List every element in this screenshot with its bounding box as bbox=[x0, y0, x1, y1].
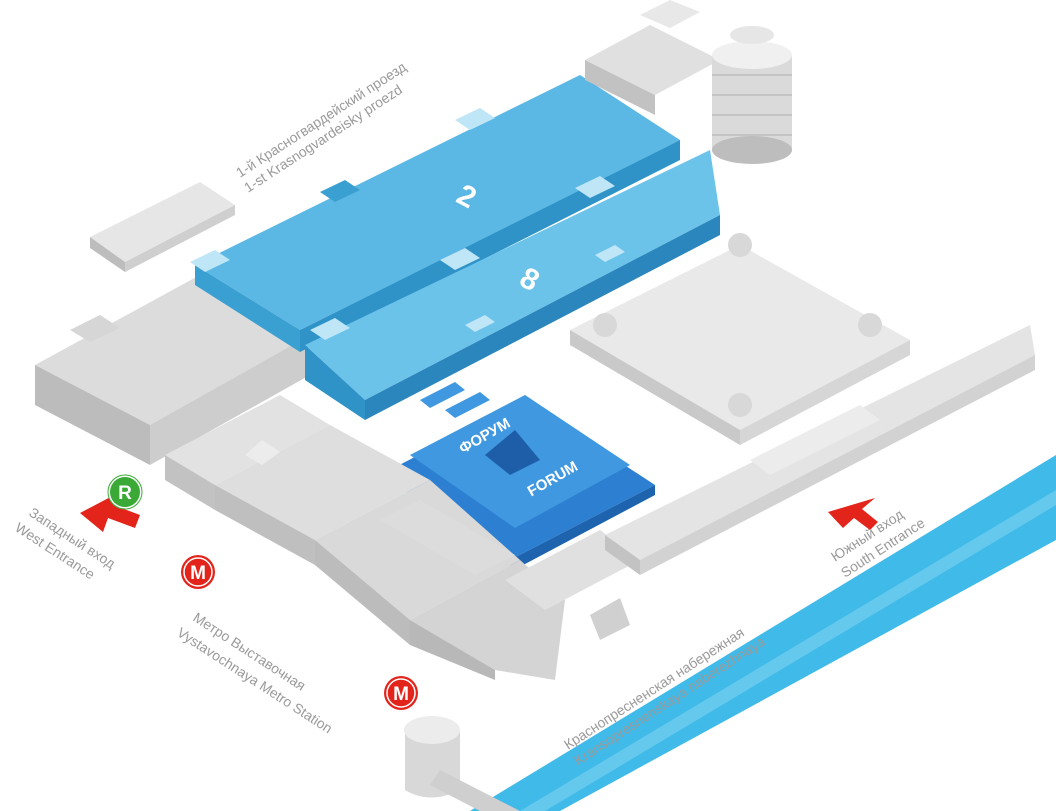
hall-8[interactable] bbox=[305, 150, 720, 420]
metro-icon[interactable]: M bbox=[181, 555, 215, 589]
metro-station-en: Vystavochnaya Metro Station bbox=[174, 624, 335, 736]
metro-badge-letter-2: M bbox=[393, 684, 409, 705]
bridge-structure bbox=[404, 716, 520, 811]
metro-icon-2[interactable]: M bbox=[384, 676, 418, 710]
south-entrance-arrow-icon[interactable] bbox=[828, 498, 878, 530]
parking-badge-letter: R bbox=[118, 483, 132, 504]
tower-building bbox=[585, 0, 792, 164]
square-pavilion bbox=[570, 233, 910, 445]
small-building-northwest bbox=[90, 182, 235, 272]
metro-badge-letter-1: M bbox=[190, 563, 206, 584]
street-north-ru: 1-й Красногвардейский проезд bbox=[233, 59, 409, 181]
forum-building[interactable] bbox=[380, 382, 655, 572]
building-east-row bbox=[605, 325, 1035, 575]
parking-icon[interactable]: R bbox=[107, 474, 143, 510]
river bbox=[470, 455, 1056, 811]
west-entrance-arrow-icon[interactable] bbox=[80, 492, 140, 532]
